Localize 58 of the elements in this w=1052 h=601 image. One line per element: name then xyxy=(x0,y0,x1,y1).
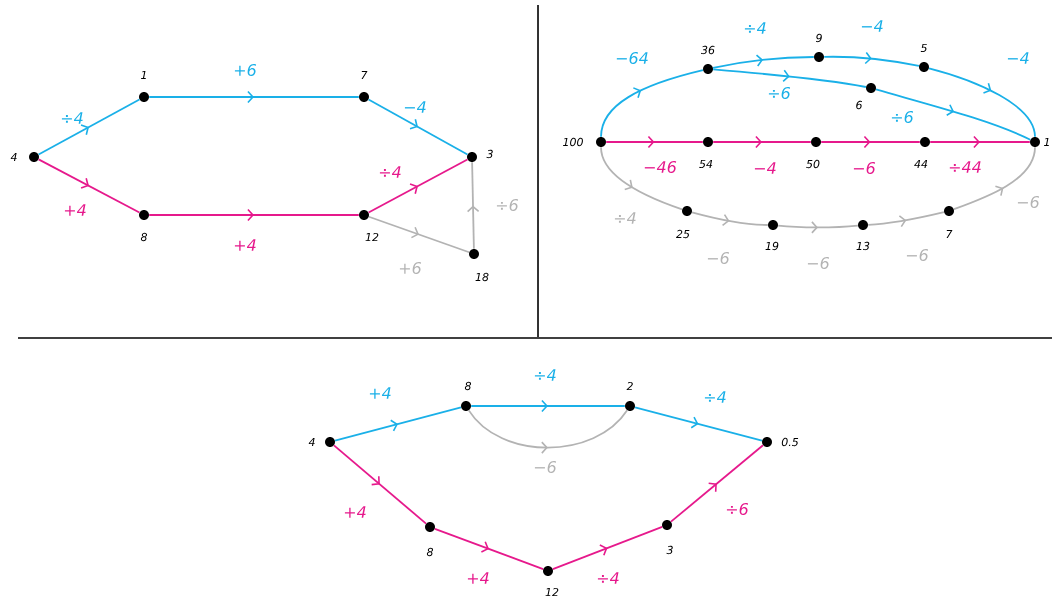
node-number: 4 xyxy=(10,153,17,161)
node-number: 36 xyxy=(701,45,715,55)
edge-label: −6 xyxy=(853,161,876,175)
node-number: 4 xyxy=(308,438,315,446)
edge-label: +6 xyxy=(234,63,257,77)
node-number: 100 xyxy=(563,137,583,147)
edge-label: −4 xyxy=(404,101,426,113)
node-number: 3 xyxy=(666,545,673,555)
node-number: 7 xyxy=(946,230,953,238)
edge-label: ÷4 xyxy=(744,22,766,34)
node-number: 54 xyxy=(699,159,713,169)
node-number: 44 xyxy=(914,160,928,168)
node-number: 50 xyxy=(806,159,820,169)
edge-label: +4 xyxy=(234,239,256,251)
edge-label: ÷6 xyxy=(768,86,791,100)
edge-label: −46 xyxy=(644,160,677,174)
edge-label: −64 xyxy=(616,51,648,65)
edge-label: ÷4 xyxy=(534,369,556,381)
node-number: 8 xyxy=(140,232,148,242)
edge-label: ÷6 xyxy=(726,502,749,516)
node-number: 0.5 xyxy=(781,437,799,447)
node-number: 5 xyxy=(920,43,927,53)
node-number: 19 xyxy=(765,241,779,251)
node-number: 25 xyxy=(676,229,690,239)
edge-label: −6 xyxy=(534,460,557,474)
edge-label: +4 xyxy=(369,387,391,399)
node-number: 1 xyxy=(1044,138,1049,146)
edge-label: ÷4 xyxy=(704,391,726,403)
edge-label: +4 xyxy=(344,506,366,518)
node-number: 18 xyxy=(475,272,489,282)
edge-label: ÷4 xyxy=(61,112,83,124)
edge-label: ÷6 xyxy=(891,110,914,124)
node-number: 2 xyxy=(626,381,633,391)
node-number: 9 xyxy=(816,33,822,43)
node-number: 7 xyxy=(361,71,368,79)
edge-label: ÷44 xyxy=(949,161,981,173)
edge-label: −6 xyxy=(1017,195,1040,209)
edge-label: ÷4 xyxy=(614,212,636,224)
node-number: 13 xyxy=(856,241,870,251)
edge-label: ÷4 xyxy=(597,572,619,584)
edge-label: −6 xyxy=(906,248,929,262)
edge-label: ÷6 xyxy=(496,198,519,212)
edge-label: −4 xyxy=(1007,52,1029,64)
node-number: 8 xyxy=(426,547,434,557)
edge-label: ÷4 xyxy=(379,166,401,178)
edge-label: −6 xyxy=(807,256,830,270)
node-number: 6 xyxy=(856,100,862,110)
edge-label: −4 xyxy=(754,162,776,174)
edge-label: +6 xyxy=(399,261,422,275)
edge-label: +4 xyxy=(64,204,86,216)
node-number: 12 xyxy=(365,232,379,242)
edge-label: −6 xyxy=(707,251,730,265)
edge-label: +4 xyxy=(467,572,489,584)
edge-label: −4 xyxy=(861,20,883,32)
node-number: 1 xyxy=(141,71,146,79)
node-number: 8 xyxy=(464,381,472,391)
node-number: 12 xyxy=(545,587,559,597)
node-number: 3 xyxy=(486,149,493,159)
